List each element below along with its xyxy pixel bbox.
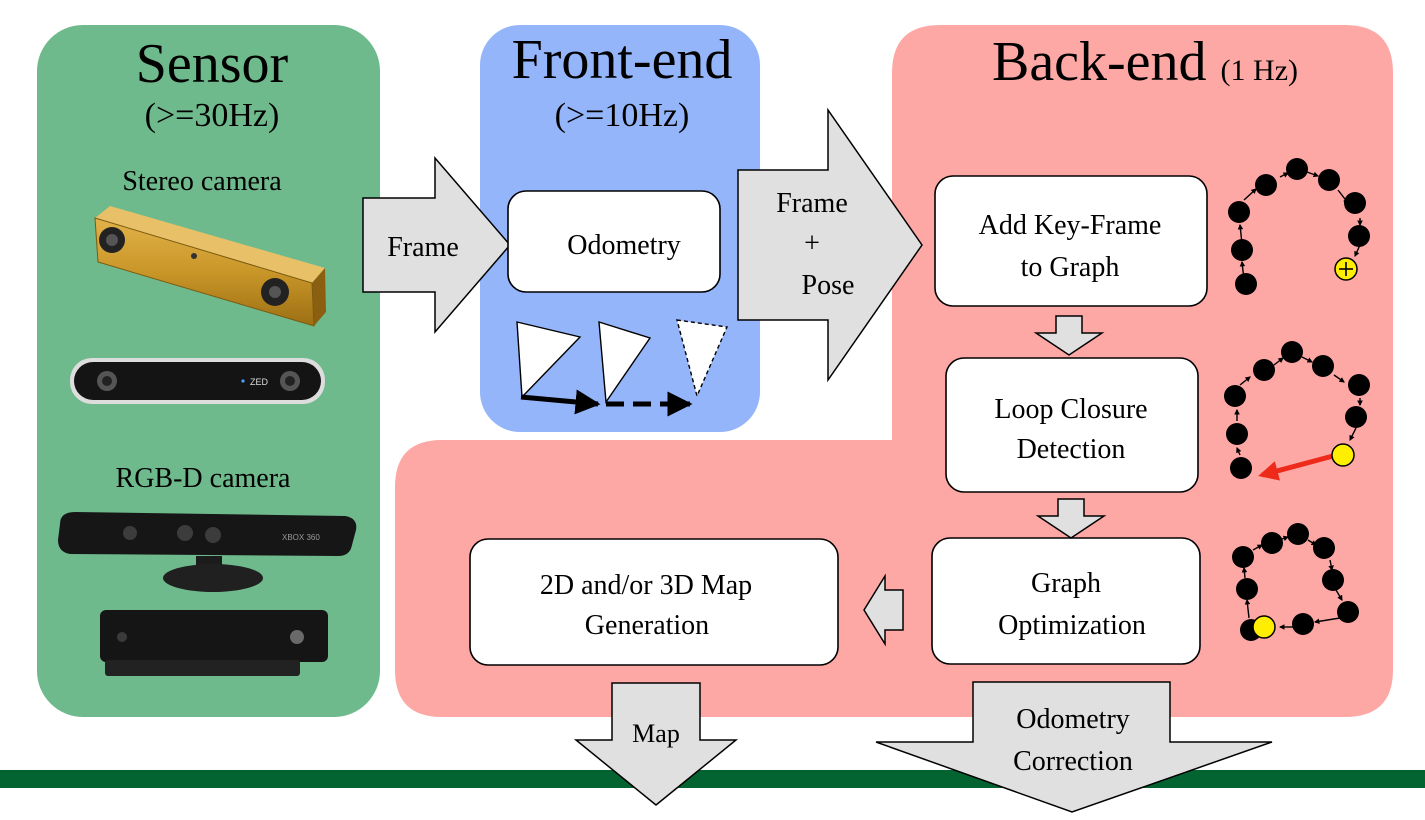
sensor-rate: (>=30Hz) bbox=[145, 97, 280, 134]
frame-arrow-label: Frame bbox=[387, 232, 459, 263]
loop-closure-line2: Detection bbox=[1017, 434, 1126, 465]
frame-pose-arrow bbox=[737, 107, 923, 383]
zed-logo: ZED bbox=[250, 377, 269, 387]
frontend-rate: (>=10Hz) bbox=[555, 97, 690, 134]
add-keyframe-line1: Add Key-Frame bbox=[979, 210, 1162, 241]
corrected-node bbox=[1252, 615, 1276, 639]
map-generation-box bbox=[469, 538, 839, 666]
backend-title-group: Back-end (1 Hz) bbox=[992, 31, 1298, 93]
down-arrow-2 bbox=[1035, 498, 1107, 539]
odom-corr-line2: Correction bbox=[1013, 746, 1133, 777]
graph-optimization-box bbox=[931, 537, 1201, 665]
backend-title: Back-end bbox=[992, 31, 1207, 93]
map-arrow-label: Map bbox=[632, 719, 680, 748]
map-gen-line2: Generation bbox=[585, 610, 709, 641]
odometry-box bbox=[507, 190, 721, 293]
frame-arrow bbox=[362, 155, 511, 335]
frame-pose-line2: + bbox=[804, 228, 820, 259]
loop-closure-line1: Loop Closure bbox=[994, 394, 1147, 425]
frame-pose-line1: Frame bbox=[776, 188, 848, 219]
backend-rate: (1 Hz) bbox=[1221, 54, 1298, 87]
pose-graph-loop-closure-icon bbox=[1224, 341, 1370, 481]
frame-pose-line3: Pose bbox=[802, 270, 855, 301]
odometry-label: Odometry bbox=[567, 230, 681, 261]
rgbd-camera-label: RGB-D camera bbox=[116, 463, 292, 494]
odom-corr-line1: Odometry bbox=[1016, 704, 1130, 735]
graph-opt-line1: Graph bbox=[1031, 568, 1101, 599]
frontend-title: Front-end bbox=[512, 29, 733, 91]
down-arrow-1 bbox=[1033, 315, 1105, 356]
map-arrow bbox=[573, 682, 739, 806]
add-keyframe-line2: to Graph bbox=[1021, 252, 1120, 283]
zed-camera-image: ZED bbox=[70, 358, 325, 404]
kinect-one-image bbox=[100, 610, 328, 676]
sensor-title: Sensor bbox=[136, 33, 289, 95]
bottom-bar bbox=[0, 770, 1425, 788]
map-gen-line1: 2D and/or 3D Map bbox=[540, 570, 752, 601]
graph-opt-line2: Optimization bbox=[998, 610, 1146, 641]
pose-graph-add-keyframe-icon bbox=[1228, 158, 1370, 295]
loop-candidate-node bbox=[1331, 443, 1355, 467]
stereo-camera-label: Stereo camera bbox=[122, 166, 282, 197]
pose-graph-optimized-icon bbox=[1232, 523, 1359, 641]
odometry-frustums-icon bbox=[516, 319, 729, 417]
kinect-logo: XBOX 360 bbox=[282, 533, 320, 542]
stereo-camera-image bbox=[94, 206, 326, 327]
loop-closure-box bbox=[945, 357, 1199, 493]
kinect-360-image: XBOX 360 bbox=[58, 512, 357, 592]
add-keyframe-box bbox=[934, 175, 1208, 307]
left-arrow bbox=[863, 573, 904, 647]
odometry-correction-arrow bbox=[875, 681, 1273, 813]
